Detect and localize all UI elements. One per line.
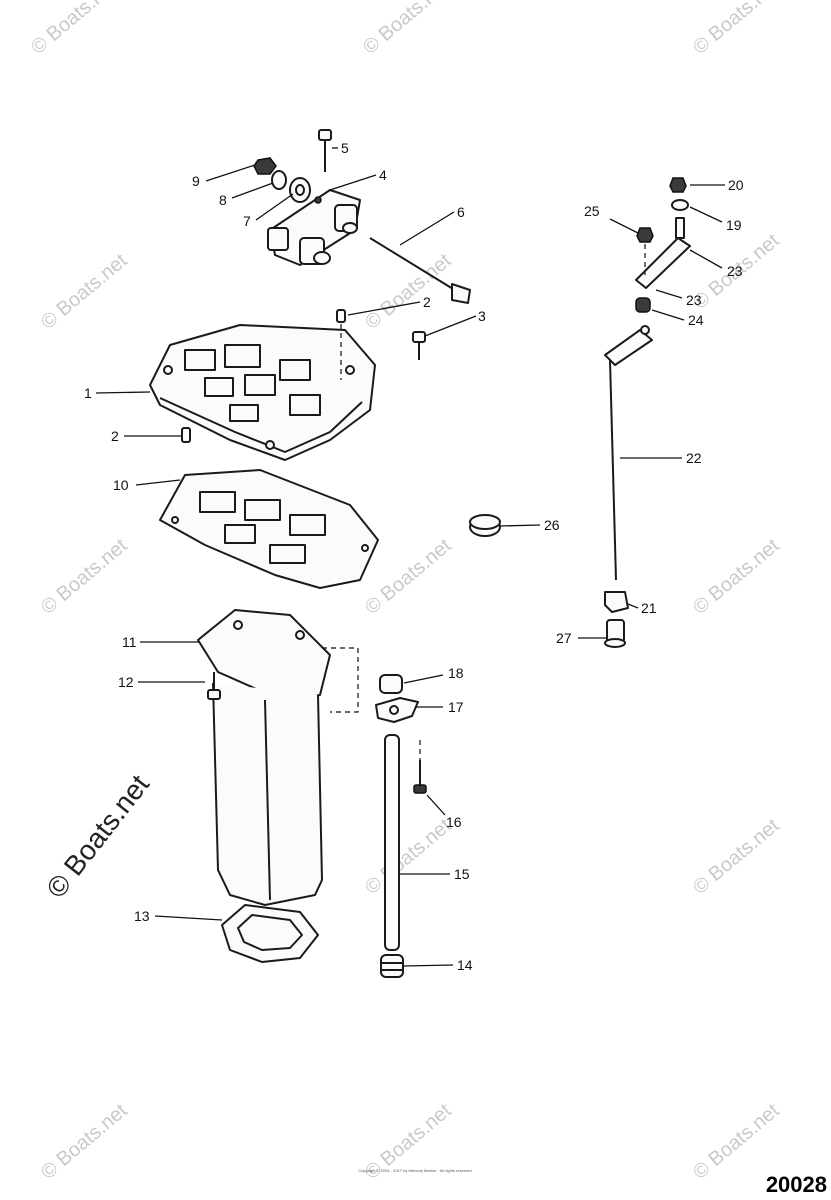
callout-25: 25 xyxy=(584,203,600,219)
watermark: © Boats.net xyxy=(37,249,132,333)
watermark: © Boats.net xyxy=(359,0,454,59)
part-17-bracket xyxy=(375,697,419,723)
callout-27: 27 xyxy=(556,630,572,646)
watermark: © Boats.net xyxy=(689,0,784,59)
part-12-bolt xyxy=(207,672,221,700)
watermark: © Boats.net xyxy=(37,1099,132,1183)
part-25-nut xyxy=(636,227,654,275)
diagram-number: 20028 xyxy=(765,1172,827,1197)
leader-lines xyxy=(95,147,725,967)
watermark: © Boats.net xyxy=(689,534,784,618)
callout-4: 4 xyxy=(379,167,387,183)
callout-23: 23 xyxy=(727,263,743,279)
callout-13: 13 xyxy=(134,908,150,924)
part-16-screw xyxy=(413,740,427,794)
callout-12: 12 xyxy=(118,674,134,690)
part-15-water-tube xyxy=(384,734,400,951)
part-10-gasket xyxy=(159,469,379,589)
part-2-dowel-pin-lower xyxy=(181,427,191,443)
callout-23: 23 xyxy=(686,292,702,308)
callout-14: 14 xyxy=(457,957,473,973)
assembly-bracket-dashed xyxy=(322,647,359,713)
part-18-grommet xyxy=(379,674,403,694)
callout-18: 18 xyxy=(448,665,464,681)
watermark: © Boats.net xyxy=(689,814,784,898)
callout-5: 5 xyxy=(341,140,349,156)
callout-labels: 1 2 2 3 4 5 6 7 8 9 10 11 12 13 14 15 16… xyxy=(84,140,744,973)
callout-1: 1 xyxy=(84,385,92,401)
callout-20: 20 xyxy=(728,177,744,193)
callout-6: 6 xyxy=(457,204,465,220)
part-19-washer xyxy=(671,199,689,211)
part-21-coupler xyxy=(604,591,629,613)
watermark-layer: © Boats.net © Boats.net © Boats.net © Bo… xyxy=(27,0,784,1184)
part-4-cam-block xyxy=(267,189,361,266)
callout-22: 22 xyxy=(686,450,702,466)
copyright-footer: Copyright © 2004 - 2017 by Mercury Marin… xyxy=(358,1168,472,1173)
part-2-dowel-pin-upper xyxy=(336,309,346,380)
watermark-large: © Boats.net xyxy=(40,769,155,904)
part-13-seal xyxy=(221,904,319,963)
callout-15: 15 xyxy=(454,866,470,882)
callout-9: 9 xyxy=(192,173,200,189)
callout-26: 26 xyxy=(544,517,560,533)
callout-11: 11 xyxy=(122,634,137,650)
callout-19: 19 xyxy=(726,217,742,233)
part-26-grommet xyxy=(469,514,501,537)
callout-8: 8 xyxy=(219,192,227,208)
callout-10: 10 xyxy=(113,477,129,493)
callout-7: 7 xyxy=(243,213,251,229)
callout-2: 2 xyxy=(111,428,119,444)
part-14-grommet xyxy=(380,954,404,978)
part-23-shift-lever-upper xyxy=(635,217,691,289)
part-6-long-bolt xyxy=(369,237,471,304)
part-9-nut xyxy=(253,157,277,175)
part-1-adaptor-plate xyxy=(149,324,376,461)
part-23-shift-lever-lower xyxy=(604,325,653,366)
callout-17: 17 xyxy=(448,699,464,715)
callout-2: 2 xyxy=(423,294,431,310)
watermark: © Boats.net xyxy=(361,814,456,898)
callout-3: 3 xyxy=(478,308,486,324)
callout-16: 16 xyxy=(446,814,462,830)
callout-24: 24 xyxy=(688,312,704,328)
part-5-bolt xyxy=(318,129,332,172)
watermark: © Boats.net xyxy=(27,0,122,59)
watermark: © Boats.net xyxy=(37,534,132,618)
part-22-shift-shaft xyxy=(609,359,617,581)
part-27-bushing xyxy=(604,619,626,648)
callout-21: 21 xyxy=(641,600,657,616)
part-7-washer xyxy=(289,177,311,203)
part-8-washer xyxy=(271,170,287,190)
part-3-bolt xyxy=(412,331,426,360)
part-24-bushing xyxy=(635,297,651,313)
part-11-exhaust-tube xyxy=(197,609,331,906)
part-20-nut xyxy=(669,177,687,193)
